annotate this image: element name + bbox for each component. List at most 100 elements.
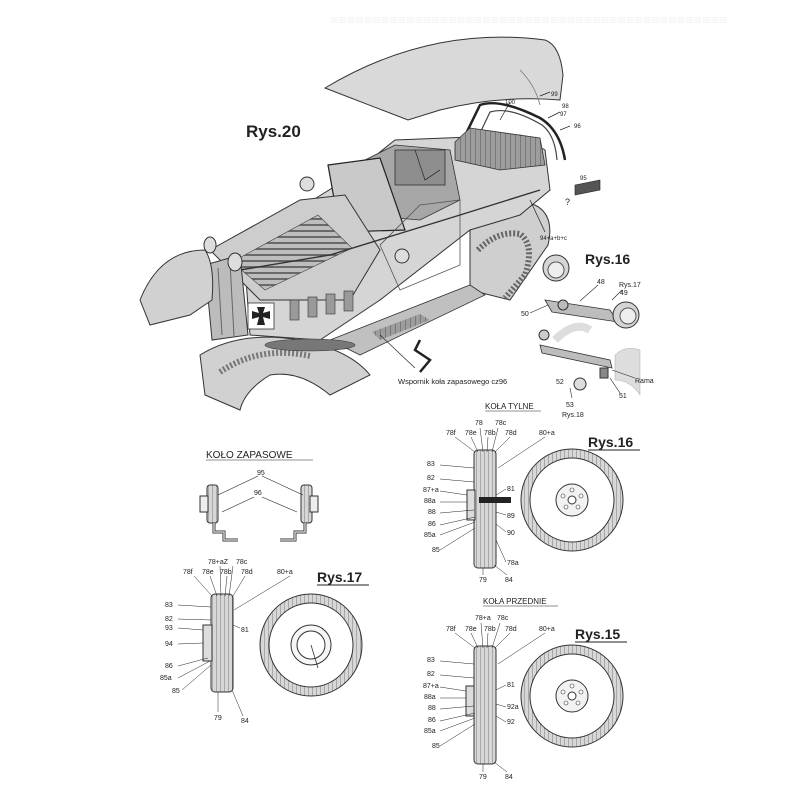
label-82: 82: [427, 475, 435, 482]
label-79: 79: [479, 577, 487, 584]
label-95: 95: [257, 470, 265, 477]
label-94: 94+a+b+c: [540, 236, 567, 242]
car-front-fender-right: [199, 336, 371, 411]
label-50: 50: [521, 311, 529, 318]
label-51: 51: [619, 393, 627, 400]
label-97: 97: [560, 112, 567, 118]
label-80a: 80+a: [539, 430, 555, 437]
rear-wheels-diagram: KOŁA TYLNE Rys.16 78f 7: [423, 402, 640, 584]
figure-title-rys17: Rys.17: [317, 569, 362, 585]
label-78a-front: 78+a: [475, 615, 491, 622]
label-81: 81: [507, 486, 515, 493]
label-80a-front: 80+a: [539, 626, 555, 633]
svg-text:?: ?: [565, 197, 570, 207]
lamp-assembly: Rys.16 48 50 Rys.17 49 52 53 Rys.18 51 R…: [521, 251, 654, 419]
label-78e-front: 78e: [465, 626, 477, 633]
label-78d-front: 78d: [505, 626, 517, 633]
label-78a: 78a: [507, 560, 519, 567]
label-78: 78: [475, 420, 483, 427]
label-78b-rys17: 78b: [220, 569, 232, 576]
label-92: 92: [507, 719, 515, 726]
label-83-front: 83: [427, 657, 435, 664]
label-85a-rys17: 85a: [160, 675, 172, 682]
car-illustration: ?: [139, 36, 601, 411]
car-rear-seat: [454, 127, 546, 171]
front-wheels-diagram: KOŁA PRZEDNIE Rys.15 78+a 78: [423, 597, 627, 781]
label-88a-front: 88a: [424, 694, 436, 701]
figure-title-rys16-mid: Rys.16: [588, 434, 633, 450]
label-78e-rys17: 78e: [202, 569, 214, 576]
rys17-wheel-diagram: Rys.17 78+aZ 78c 78f 78e 78b 78d: [160, 559, 369, 725]
label-48: 48: [597, 279, 605, 286]
car-soft-top: [323, 36, 564, 121]
label-78f: 78f: [446, 430, 456, 437]
label-83: 83: [427, 461, 435, 468]
label-78b-front: 78b: [484, 626, 496, 633]
label-90: 90: [507, 530, 515, 537]
car-front-fender-left: [139, 249, 214, 326]
label-89: 89: [507, 513, 515, 520]
label-84-rys17: 84: [241, 718, 249, 725]
label-78b: 78b: [484, 430, 496, 437]
label-78f-front: 78f: [446, 626, 456, 633]
section-title-front-wheels: KOŁA PRZEDNIE: [483, 597, 547, 606]
label-85-rys17: 85: [172, 688, 180, 695]
label-rama: Rama: [635, 378, 654, 385]
faint-background-text: ≡≡≡≡≡≡≡≡≡≡≡≡≡≡≡≡≡≡≡≡≡≡≡≡≡≡≡≡≡≡≡≡≡≡≡≡≡≡≡≡…: [330, 13, 728, 29]
label-100: 100: [505, 100, 516, 106]
label-88-front: 88: [428, 705, 436, 712]
label-86-front: 86: [428, 717, 436, 724]
label-52: 52: [556, 379, 564, 386]
label-86-rys17: 86: [165, 663, 173, 670]
label-rys17-ref: Rys.17: [619, 282, 641, 289]
label-83-rys17: 83: [165, 602, 173, 609]
label-79-rys17: 79: [214, 715, 222, 722]
label-96: 96: [574, 124, 581, 130]
spare-wheel-diagram: KOŁO ZAPASOWE 95 96: [199, 450, 319, 542]
label-78d-rys17: 78d: [241, 569, 253, 576]
label-86: 86: [428, 521, 436, 528]
label-84-front: 84: [505, 774, 513, 781]
label-93: 93: [165, 625, 173, 632]
label-85: 85: [432, 547, 440, 554]
label-79-front: 79: [479, 774, 487, 781]
label-88a: 88a: [424, 498, 436, 505]
label-87a-front: 87+a: [423, 683, 439, 690]
figure-title-rys16-top: Rys.16: [585, 251, 630, 267]
label-78aZ: 78+aZ: [208, 559, 229, 566]
label-80a-rys17: 80+a: [277, 569, 293, 576]
section-title-rear-wheels: KOŁA TYLNE: [485, 402, 534, 411]
label-84: 84: [505, 577, 513, 584]
car-roof-frame: [456, 101, 567, 161]
label-rys18-ref: Rys.18: [562, 412, 584, 419]
label-87a: 87+a: [423, 487, 439, 494]
label-98: 98: [562, 104, 569, 110]
callout-spare-bracket: Wspornik koła zapasowego cz96: [398, 377, 507, 386]
label-94-rys17: 94: [165, 641, 173, 648]
label-85a-front: 85a: [424, 728, 436, 735]
label-78c-front: 78c: [497, 615, 509, 622]
label-85a: 85a: [424, 532, 436, 539]
label-82-rys17: 82: [165, 616, 173, 623]
figure-title-rys20: Rys.20: [246, 122, 301, 141]
label-95: 95: [580, 176, 587, 182]
label-78f-rys17: 78f: [183, 569, 193, 576]
label-85-front: 85: [432, 743, 440, 750]
figure-title-rys15: Rys.15: [575, 626, 620, 642]
label-82-front: 82: [427, 671, 435, 678]
label-78c: 78c: [495, 420, 507, 427]
section-title-spare-wheel: KOŁO ZAPASOWE: [206, 450, 293, 461]
label-78e: 78e: [465, 430, 477, 437]
label-49: 49: [620, 290, 628, 297]
label-88: 88: [428, 509, 436, 516]
label-92a: 92a: [507, 704, 519, 711]
label-78c-rys17: 78c: [236, 559, 248, 566]
label-53: 53: [566, 402, 574, 409]
label-81-rys17: 81: [241, 627, 249, 634]
label-99: 99: [551, 92, 558, 98]
label-81-front: 81: [507, 682, 515, 689]
label-96: 96: [254, 490, 262, 497]
label-78d: 78d: [505, 430, 517, 437]
